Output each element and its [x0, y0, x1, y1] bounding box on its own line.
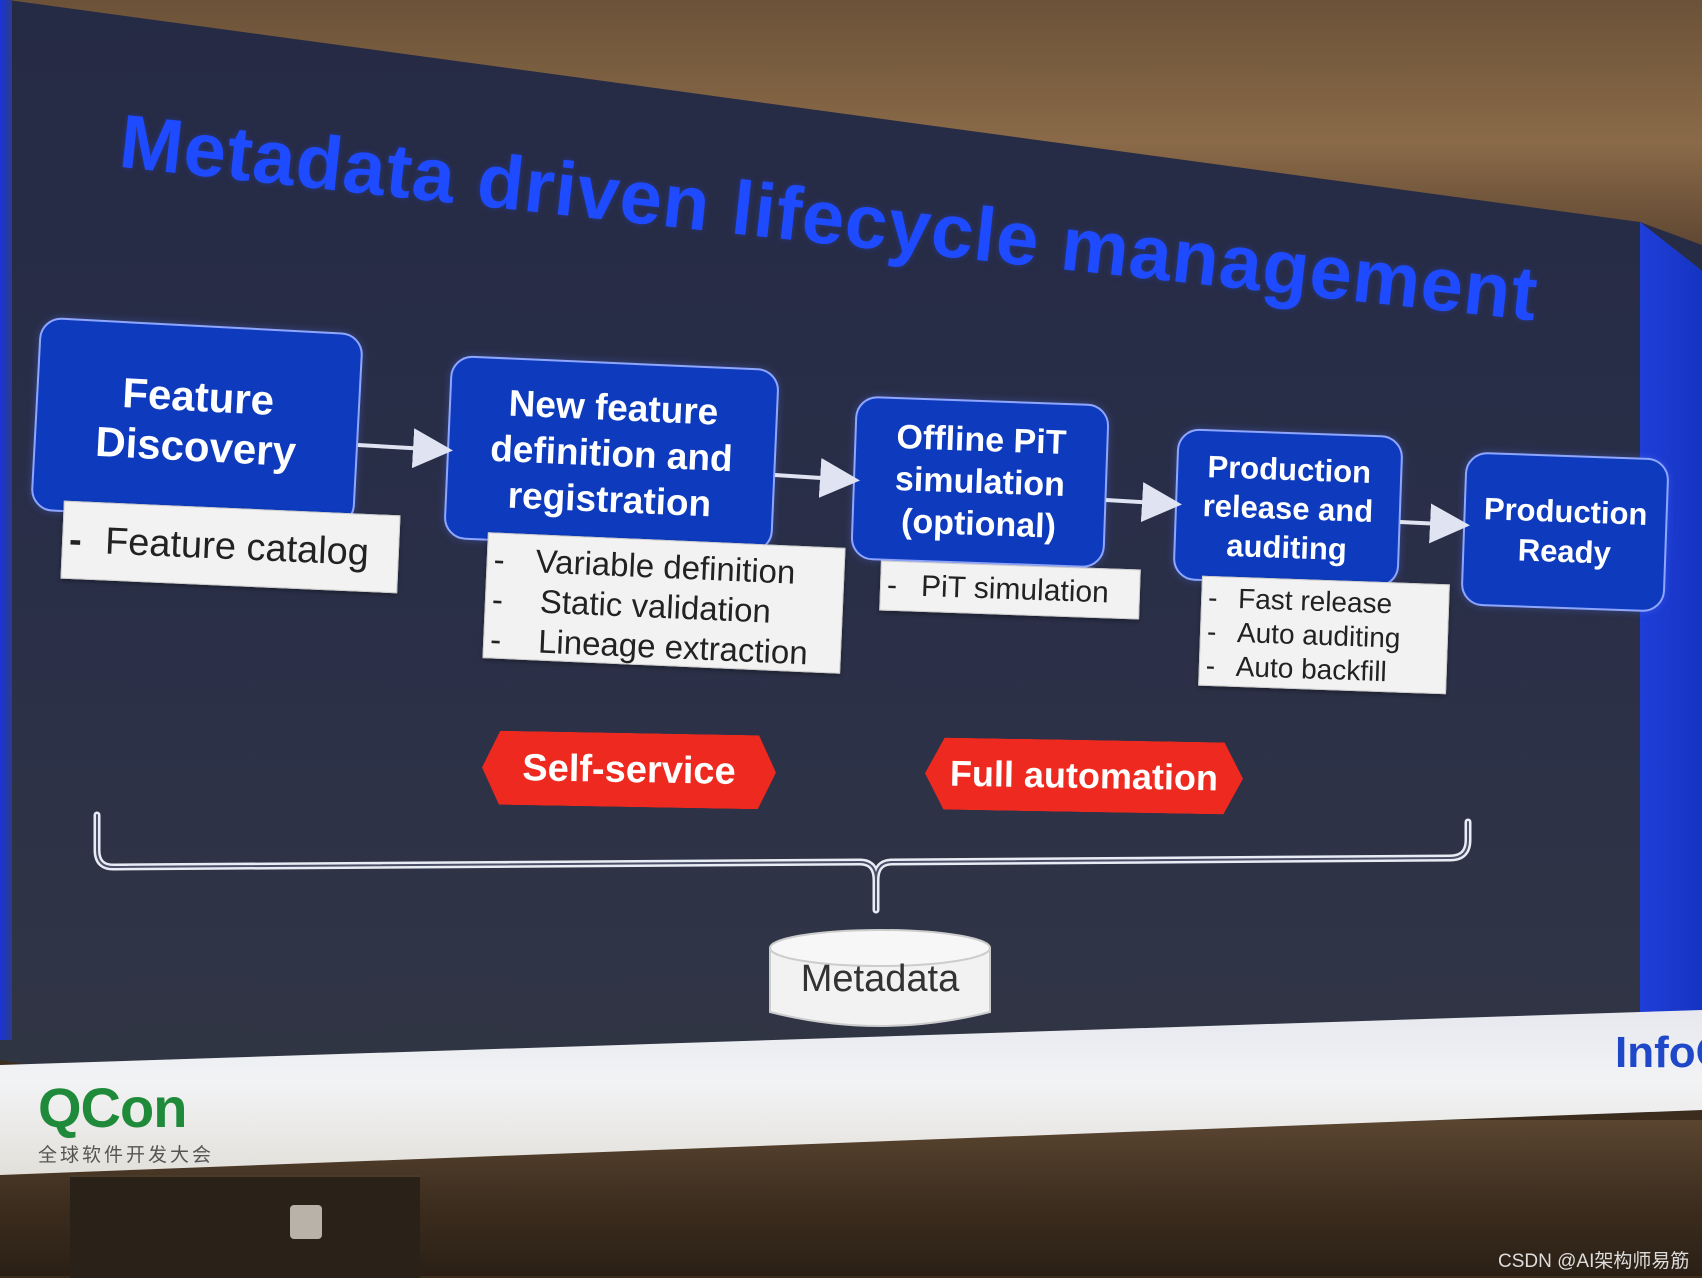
- screen-left-border: [0, 0, 12, 1040]
- infoq-logo: InfoQ: [1615, 1028, 1702, 1077]
- screen-right-border: [1640, 222, 1702, 1034]
- metadata-label: Metadata: [800, 958, 960, 1000]
- stage-podium: [70, 1175, 420, 1278]
- qcon-logo: QCon: [38, 1076, 187, 1139]
- arrow-4: [1399, 503, 1470, 544]
- arrow-1: [357, 428, 453, 469]
- arrow-3: [1105, 482, 1182, 523]
- csdn-watermark: CSDN @AI架构师易筋: [1498, 1251, 1690, 1272]
- database-cylinder-icon: [769, 929, 991, 1027]
- qcon-subtitle: 全球软件开发大会: [38, 1145, 215, 1166]
- podium-light: [290, 1205, 322, 1239]
- arrow-2: [774, 457, 860, 498]
